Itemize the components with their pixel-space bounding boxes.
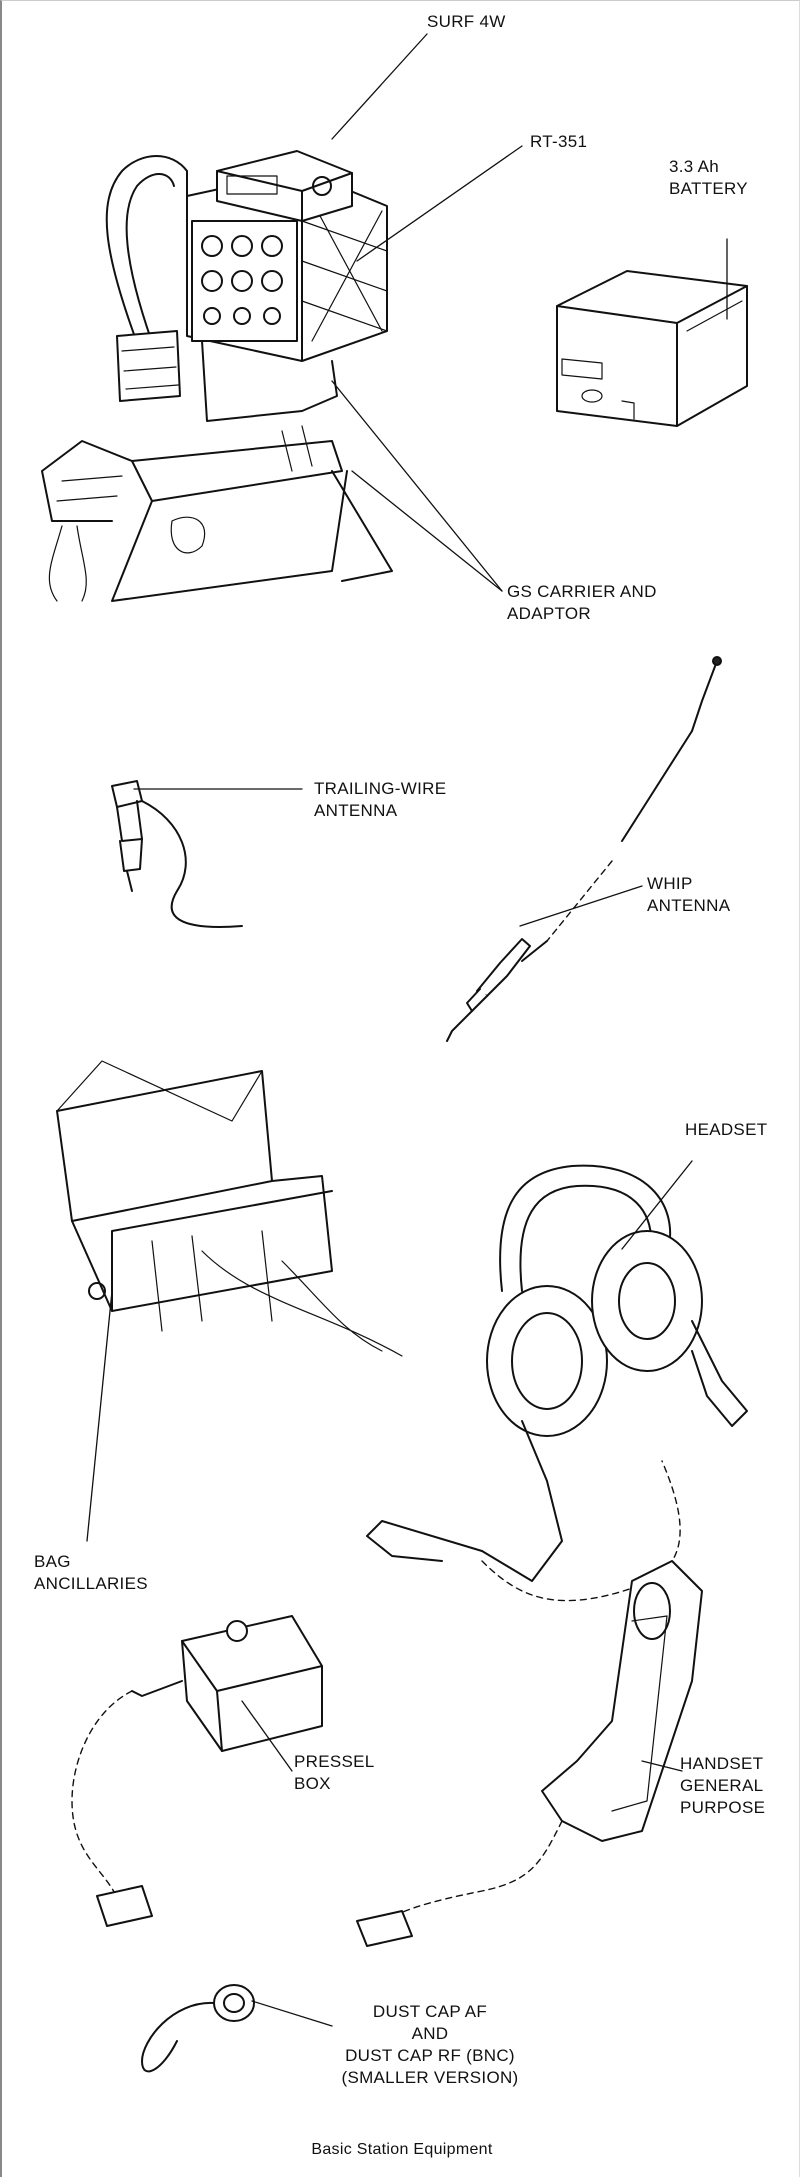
- label-trailing-wire: TRAILING-WIRE ANTENNA: [314, 779, 447, 820]
- label-gs-carrier: GS CARRIER AND ADAPTOR: [507, 582, 657, 623]
- carrier-leader-1: [331, 380, 503, 592]
- whip-leader: [519, 885, 643, 927]
- label-pressel: PRESSEL BOX: [294, 1752, 375, 1793]
- pressel-box-illustration: [71, 1615, 323, 1927]
- label-dust-cap: DUST CAP AF AND DUST CAP RF (BNC) (SMALL…: [341, 2002, 519, 2087]
- label-bag: BAG ANCILLARIES: [34, 1552, 148, 1593]
- battery-illustration: [556, 270, 748, 427]
- handset-leader: [641, 1760, 683, 1772]
- handset-illustration: [356, 1560, 703, 1947]
- trailing-wire-antenna-illustration: [111, 780, 243, 928]
- label-rt-351: RT-351: [530, 132, 588, 151]
- label-handset: HANDSET GENERAL PURPOSE: [680, 1754, 766, 1817]
- figure-caption: Basic Station Equipment: [311, 2141, 493, 2158]
- radio-carrier-illustration: [41, 150, 393, 602]
- dust-cap-illustration: [141, 1984, 255, 2073]
- pressel-leader: [241, 1700, 293, 1772]
- headset-illustration: [366, 1164, 748, 1602]
- label-whip: WHIP ANTENNA: [647, 874, 731, 915]
- bag-ancillaries-illustration: [56, 1060, 403, 1357]
- label-surf: SURF 4W: [427, 12, 506, 31]
- rt-leader: [356, 145, 523, 262]
- surf-leader: [331, 33, 428, 140]
- dustcap-leader: [251, 2000, 333, 2027]
- carrier-leader-2: [351, 470, 503, 592]
- whip-antenna-illustration: [446, 656, 722, 1042]
- headset-leader: [621, 1160, 693, 1250]
- label-headset: HEADSET: [685, 1120, 768, 1139]
- bag-leader: [86, 1290, 113, 1542]
- label-battery: 3.3 Ah BATTERY: [669, 157, 748, 198]
